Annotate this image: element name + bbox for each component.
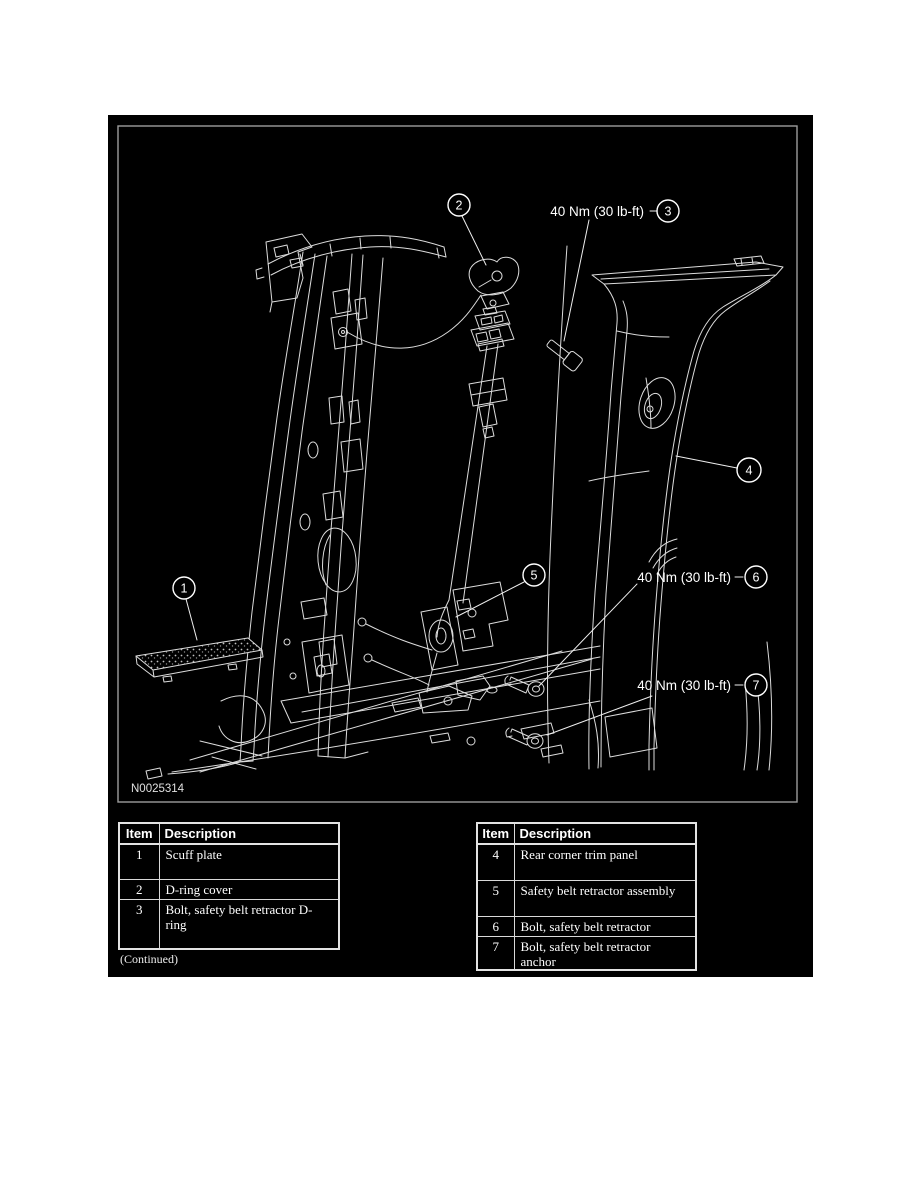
callout-6: 6	[744, 565, 768, 589]
table-header-row: Item Description	[118, 822, 340, 845]
table-header-row: Item Description	[476, 822, 697, 845]
bolt-d-ring-art	[546, 339, 583, 372]
figure-panel: 40 Nm (30 lb-ft) 40 Nm (30 lb-ft) 40 Nm …	[108, 115, 813, 977]
svg-text:7: 7	[753, 679, 760, 693]
item-number: 2	[118, 878, 160, 900]
svg-text:2: 2	[456, 199, 463, 213]
item-number: 3	[118, 898, 160, 950]
bolt-anchor-art	[505, 727, 544, 749]
callout-5: 5	[522, 563, 546, 587]
svg-text:1: 1	[181, 582, 188, 596]
floor-art	[171, 645, 601, 773]
column-header-description: Description	[158, 822, 340, 845]
callout-7: 7	[744, 673, 768, 697]
svg-text:6: 6	[753, 571, 760, 585]
figure-diagram: 40 Nm (30 lb-ft) 40 Nm (30 lb-ft) 40 Nm …	[117, 125, 798, 803]
callout-4: 4	[736, 457, 762, 483]
svg-text:4: 4	[746, 464, 753, 478]
item-number: 4	[476, 843, 515, 881]
item-number: 6	[476, 915, 515, 937]
seat-belt-assembly-art	[418, 256, 520, 714]
item-number: 7	[476, 935, 515, 971]
column-header-item: Item	[118, 822, 160, 845]
trim-panel-art	[547, 245, 784, 771]
item-description: Scuff plate	[158, 843, 340, 880]
svg-text:5: 5	[531, 569, 538, 583]
item-number: 1	[118, 843, 160, 880]
callout-2: 2	[447, 193, 471, 217]
item-description: Bolt, safety belt retractor anchor	[513, 935, 697, 971]
callout-leader-lines	[185, 210, 744, 736]
scuff-plate-art	[135, 637, 264, 683]
item-description: Bolt, safety belt retractor D-ring	[158, 898, 340, 950]
svg-text:3: 3	[665, 205, 672, 219]
item-description: Rear corner trim panel	[513, 843, 697, 881]
column-header-description: Description	[513, 822, 697, 845]
item-description: D-ring cover	[158, 878, 340, 900]
continued-label: (Continued)	[120, 952, 178, 966]
torque-label-7: 40 Nm (30 lb-ft)	[637, 678, 731, 693]
image-id-label: N0025314	[131, 783, 185, 795]
torque-label-6: 40 Nm (30 lb-ft)	[637, 570, 731, 585]
figure-frame	[117, 125, 798, 803]
callout-3: 3	[656, 199, 680, 223]
item-description: Bolt, safety belt retractor	[513, 915, 697, 937]
item-description: Safety belt retractor assembly	[513, 879, 697, 917]
column-header-item: Item	[476, 822, 515, 845]
bolt-retractor-art	[504, 675, 545, 697]
b-pillar-art	[145, 233, 482, 780]
torque-label-3: 40 Nm (30 lb-ft)	[550, 204, 644, 219]
callout-1: 1	[172, 576, 196, 600]
item-number: 5	[476, 879, 515, 917]
